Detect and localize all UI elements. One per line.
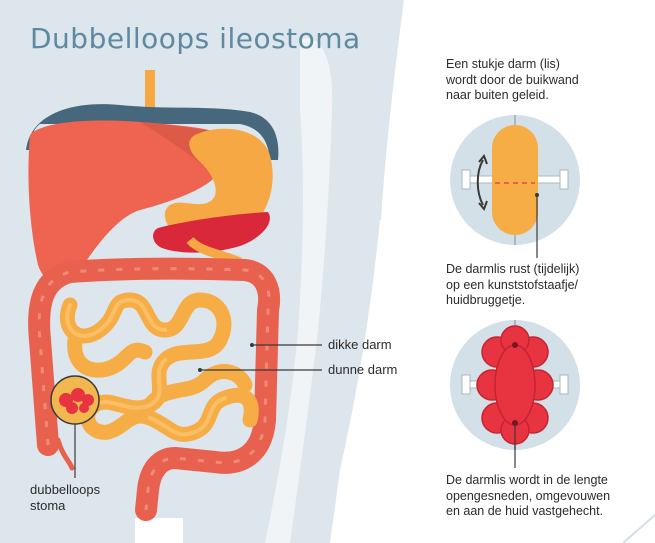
page-title: Dubbelloops ileostoma xyxy=(30,22,361,55)
label-dunne-darm: dunne darm xyxy=(328,362,397,378)
step2-caption: De darmlis rust (tijdelijk) op een kunst… xyxy=(446,262,579,309)
step3-caption: De darmlis wordt in de lengte opengesned… xyxy=(446,473,610,520)
step1-illustration xyxy=(450,115,580,258)
label-stoma: dubbelloops stoma xyxy=(30,482,100,514)
corner-mark xyxy=(623,515,655,543)
navel-gap xyxy=(135,518,183,543)
step2-illustration xyxy=(450,320,580,468)
step1-caption: Een stukje darm (lis) wordt door de buik… xyxy=(446,57,579,104)
label-dikke-darm: dikke darm xyxy=(328,337,392,353)
